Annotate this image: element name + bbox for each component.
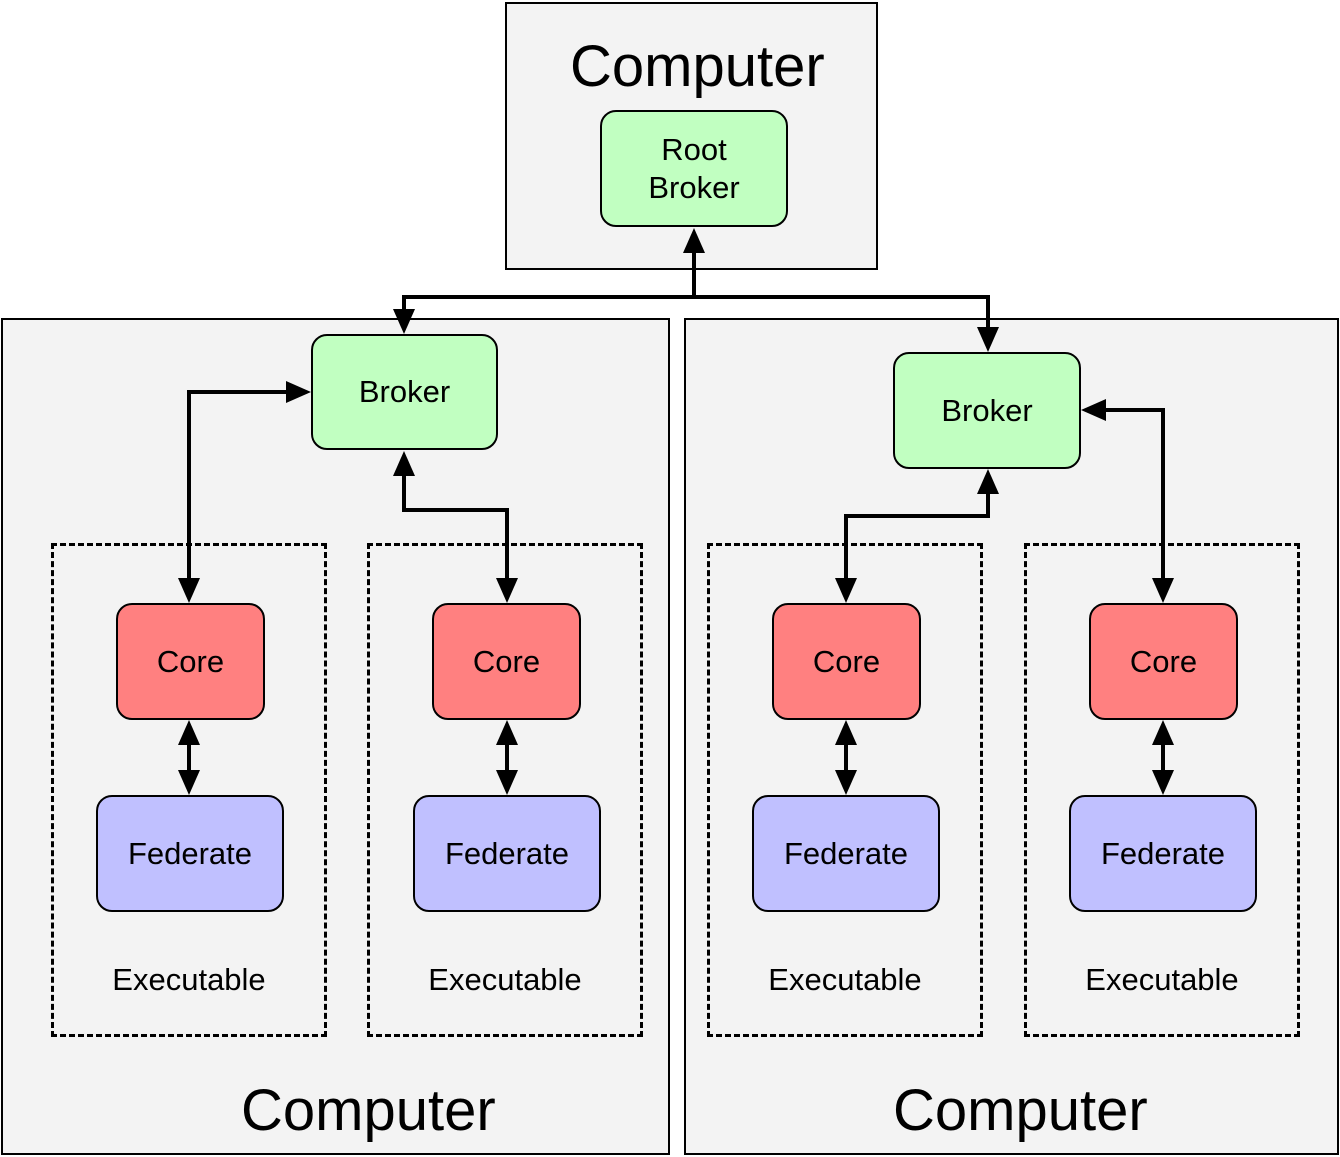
executable-label: Executable bbox=[768, 962, 922, 997]
right-federate-1: Federate bbox=[752, 795, 940, 912]
root-broker: Root Broker bbox=[600, 110, 788, 227]
right-broker: Broker bbox=[893, 352, 1081, 469]
left-core-2: Core bbox=[432, 603, 581, 720]
right-federate-2: Federate bbox=[1069, 795, 1257, 912]
left-computer: Computer bbox=[1, 318, 670, 1155]
left-computer-title: Computer bbox=[241, 1078, 496, 1143]
left-executable-1: Executable bbox=[51, 543, 327, 1037]
right-core-2: Core bbox=[1089, 603, 1238, 720]
executable-label: Executable bbox=[112, 962, 266, 997]
left-federate-2: Federate bbox=[413, 795, 601, 912]
right-core-1: Core bbox=[772, 603, 921, 720]
left-broker: Broker bbox=[311, 334, 498, 450]
executable-label: Executable bbox=[428, 962, 582, 997]
executable-label: Executable bbox=[1085, 962, 1239, 997]
root-computer-title: Computer bbox=[570, 34, 825, 99]
right-computer-title: Computer bbox=[893, 1078, 1148, 1143]
left-federate-1: Federate bbox=[96, 795, 284, 912]
left-core-1: Core bbox=[116, 603, 265, 720]
right-executable-2: Executable bbox=[1024, 543, 1300, 1037]
